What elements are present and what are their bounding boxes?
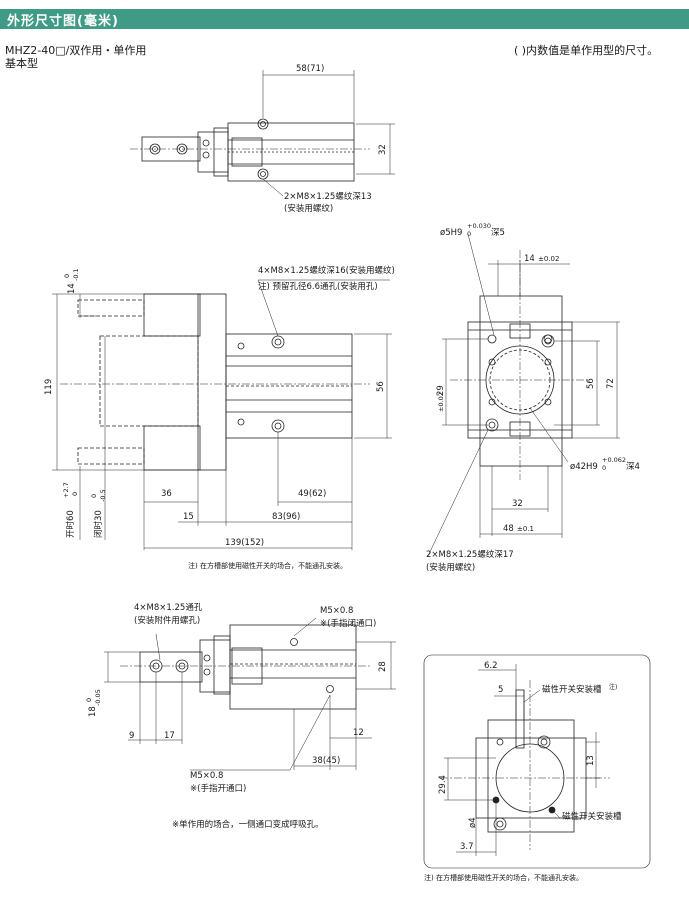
dim-139: 139(152) (225, 538, 265, 548)
hole-tol-lo: 0 (467, 230, 472, 238)
dim-14: 14 (67, 283, 77, 294)
hole-label: ø5H9 (440, 228, 463, 238)
callout-mount-thread: 2×M8×1.25螺纹深13 (284, 192, 372, 202)
dim-height: 32 (378, 144, 388, 155)
lower-dim-28: 28 (378, 661, 388, 672)
closed-label: 闭时30 (94, 510, 104, 538)
end-dim-72: 72 (606, 378, 616, 389)
end-dim-56: 56 (586, 378, 596, 389)
callout-side-hole: 注) 预留孔径6.6通孔(安装用孔) (258, 282, 378, 292)
tol-14-lo: -0.1 (72, 268, 80, 281)
lower-dim-12: 12 (353, 728, 364, 738)
end-dim-32: 32 (512, 499, 523, 509)
dim-56: 56 (376, 381, 386, 392)
end-dim-29-tol: ±0.02 (437, 392, 445, 412)
note-single-acting: ( )内数值是单作用型的尺寸。 (514, 44, 659, 57)
model-name: MHZ2-40□/双作用・单作用 (5, 44, 147, 57)
end-view (427, 233, 620, 557)
closed-tol-lo: -0.5 (99, 489, 107, 502)
section-title: 外形尺寸图(毫米) (7, 14, 119, 29)
detail-dim-3-7: 3.7 (460, 842, 474, 852)
dim-83: 83(96) (272, 512, 301, 522)
lower-note: ※单作用的场合，一侧通口变成呼吸孔。 (172, 820, 324, 830)
detail-dim-13: 13 (586, 755, 596, 766)
port-open-label: ※(手指开通口) (190, 784, 247, 794)
lower-dim-9: 9 (129, 731, 135, 741)
hole-tol-up: +0.030 (467, 222, 492, 230)
side-view (52, 279, 392, 550)
end-callout-purpose: (安装用螺纹) (426, 563, 476, 573)
dim-119: 119 (44, 378, 54, 395)
top-view (130, 70, 395, 197)
port-close-size: M5×0.8 (320, 606, 354, 616)
callout-mount-purpose: (安装用螺纹) (284, 204, 334, 214)
side-view-note: 注) 在方槽部使用磁性开关的场合，不能通孔安装。 (188, 562, 347, 570)
lower-dim-38: 38(45) (312, 756, 341, 766)
port-open-size: M5×0.8 (190, 771, 224, 781)
open-tol-lo: 0 (71, 491, 79, 496)
detail-view (423, 654, 651, 869)
open-label: 开时60 (66, 510, 76, 538)
section-header: 外形尺寸图(毫米) (0, 9, 689, 29)
end-dim-14: 14 (524, 254, 535, 264)
lower-tol-18-lo: -0.05 (94, 689, 102, 706)
end-callout-thread: 2×M8×1.25螺纹深17 (426, 550, 514, 560)
lower-view (104, 617, 396, 771)
detail-note: 注) 在方槽部使用磁性开关的场合，不能通孔安装。 (424, 874, 583, 882)
end-dim-48: 48 (503, 524, 514, 534)
lower-dim-17: 17 (164, 731, 175, 741)
port-close-label: ※(手指闭通口) (320, 619, 377, 629)
detail-slot-note: 注) (609, 684, 618, 691)
end-dim-14-tol: ±0.02 (538, 255, 560, 263)
bore-label: ø42H9 (570, 462, 598, 472)
detail-slot-label: 磁性开关安装槽 (542, 685, 602, 695)
lower-dim-18: 18 (88, 706, 98, 717)
dim-width: 58(71) (296, 64, 325, 74)
end-dim-48-tol: ±0.1 (517, 525, 534, 533)
detail-slot-label-2: 磁性开关安装槽 (562, 812, 622, 822)
callout-through-hole-purpose: (安装附件用螺孔) (134, 616, 201, 626)
hole-depth: 深5 (491, 228, 505, 238)
detail-dim-29-4: 29.4 (438, 775, 448, 794)
detail-dim-6-2: 6.2 (484, 661, 498, 671)
dim-49: 49(62) (298, 489, 327, 499)
bore-tol-lo: 0 (602, 464, 607, 472)
callout-through-hole: 4×M8×1.25通孔 (134, 603, 203, 613)
dim-15: 15 (183, 512, 194, 522)
bore-depth: 深4 (626, 462, 640, 472)
detail-dim-5: 5 (498, 685, 504, 695)
dim-36: 36 (161, 489, 172, 499)
model-type: 基本型 (5, 57, 38, 70)
detail-dim-phi4: ø4 (468, 817, 478, 828)
bore-tol-up: +0.062 (602, 456, 627, 464)
callout-side-thread: 4×M8×1.25螺纹深16(安装用螺纹) (258, 266, 395, 276)
